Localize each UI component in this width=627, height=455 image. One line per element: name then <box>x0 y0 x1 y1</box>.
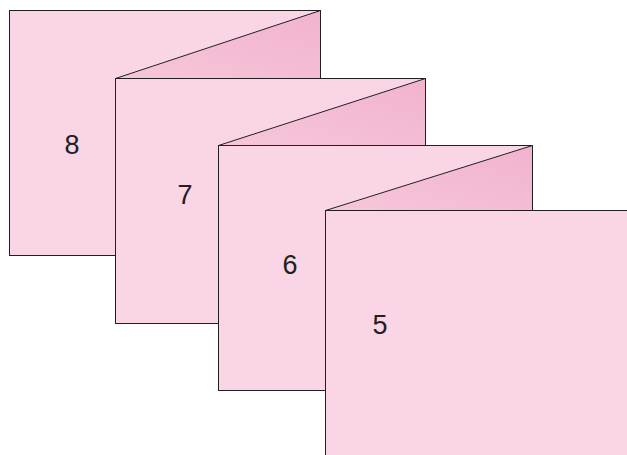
page-fold <box>219 79 426 146</box>
page-number: 6 <box>282 252 297 279</box>
page-number: 5 <box>372 312 387 339</box>
page-face <box>326 211 627 455</box>
page-panel: 8 <box>9 10 115 255</box>
page-panel: 6 <box>218 145 325 390</box>
page-number: 8 <box>64 132 79 159</box>
page-fold <box>326 146 533 211</box>
page-number: 7 <box>177 182 192 209</box>
page-panel: 7 <box>115 78 218 323</box>
page-panel: 5 <box>325 210 625 453</box>
page-fold <box>116 11 321 79</box>
